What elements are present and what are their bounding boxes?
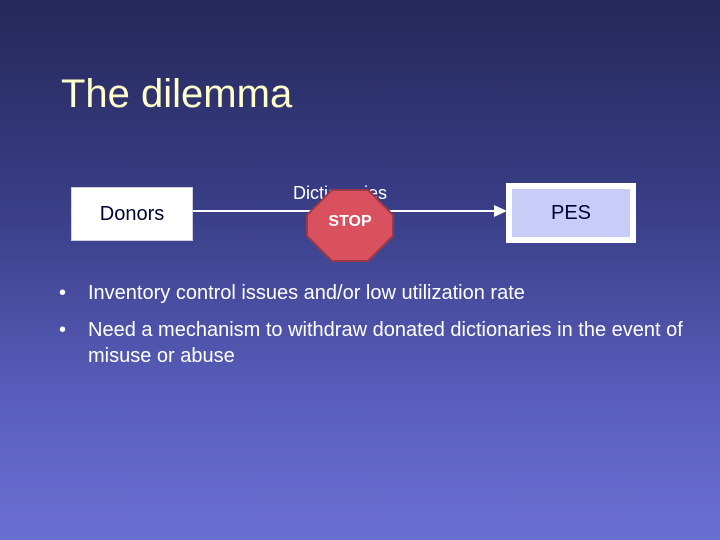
pes-inner: PES <box>512 189 630 237</box>
donors-label: Donors <box>99 202 165 225</box>
bullet-item: • Need a mechanism to withdraw donated d… <box>58 317 698 369</box>
pes-box: PES <box>506 183 636 243</box>
stop-sign-icon <box>306 189 394 262</box>
bullet-text: Inventory control issues and/or low util… <box>88 282 525 304</box>
bullet-list: • Inventory control issues and/or low ut… <box>58 280 698 380</box>
donors-box: Donors <box>71 187 193 241</box>
bullet-text: Need a mechanism to withdraw donated dic… <box>88 319 683 367</box>
stop-label: STOP <box>328 213 372 230</box>
slide-title: The dilemma <box>61 72 293 116</box>
pes-label: PES <box>550 201 592 224</box>
bullet-marker: • <box>59 282 67 304</box>
bullet-marker: • <box>59 319 67 341</box>
bullet-item: • Inventory control issues and/or low ut… <box>58 280 698 306</box>
